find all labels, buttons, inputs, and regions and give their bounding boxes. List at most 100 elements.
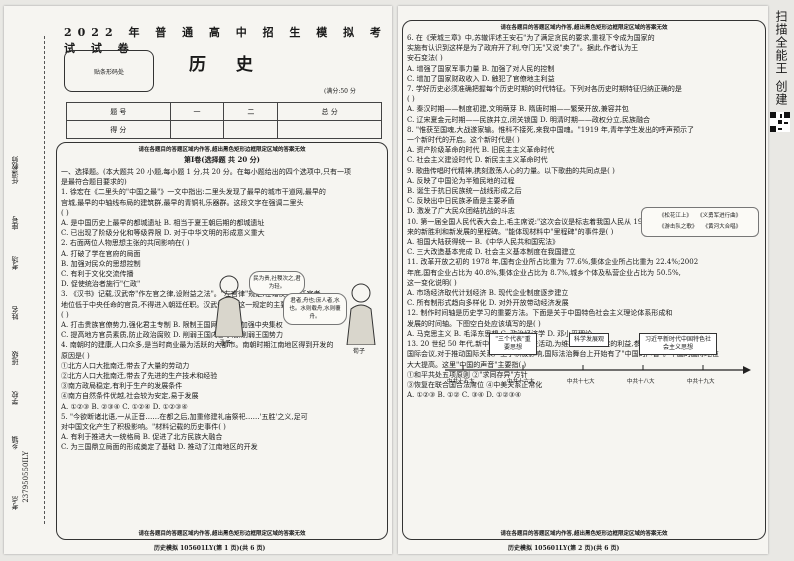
score-cell: 得 分 (66, 120, 171, 139)
question-line: A. 祖国大陆获得统一 B.《中华人民共和国宪法》 (407, 238, 560, 247)
question-line: A. 打击贵族官僚势力,强化君主专制 B. 限制王国网罗人才,加强中央集权 (61, 321, 283, 330)
side-label-school: 学校 (11, 391, 19, 405)
question-line: 9. 歌曲传唱时代精神,携刻激荡人心的力量。以下歌曲的共同点是( ) (407, 166, 615, 175)
question-line: C. 增加了国家财政收入 D. 触犯了官僚地主利益 (407, 74, 555, 83)
exam-page-1: 任课教师 座号 考场 姓名 班级 学校 乡镇 考点 237950550ILY 2… (4, 6, 392, 554)
question-line: 原因是( ) (61, 351, 90, 360)
side-label-name: 姓名 (11, 306, 19, 320)
question-line: C. 辽宋夏金元时期——民族并立,闭关锁国 D. 明清时期——政权分立,民族融合 (407, 115, 651, 124)
question-line: ( ) (407, 95, 415, 104)
section-title: 第Ⅰ卷(选择题 共 20 分) (184, 155, 260, 164)
question-line: ①和平共处五项原则 ②"求同存异"方针 (407, 370, 528, 379)
exam-page-2: 请在各题目的答题区域内作答,超出黑色矩形边框限定区域的答案无效 6. 在《荣城三… (398, 6, 768, 554)
song-title: 《黄河大合唱》 (702, 224, 742, 230)
timeline-label: 中共十六大 (507, 379, 535, 385)
timeline-label: 中共十五大 (447, 379, 475, 385)
question-line: ( ) (61, 208, 69, 217)
score-table: 题 号 一 二 总 分 得 分 (66, 102, 382, 139)
question-line: A. 有利于推进大一统格局 B. 促进了北方民族大融合 (61, 433, 223, 442)
question-line: 8. "惟获至国魂,大战遂家输。惟科不接死,来我中国魂。"1919 年,青年学生… (407, 125, 695, 134)
question-line: ①北方人口大批南迁,带去了大量的劳动力 (61, 361, 190, 370)
timeline-box: "三个代表"重要思想 (489, 333, 537, 355)
mencius-label: 孟子 (219, 340, 232, 347)
question-line: C. 有利于文化交流传播 (61, 270, 134, 279)
side-code: 237950550ILY (22, 451, 30, 503)
song-titles-box: 《松花江上》 《义勇军进行曲》 《游击队之歌》 《黄河大合唱》 (641, 207, 759, 237)
question-line: C. 为三国鼎立局面的形成奠定了基础 D. 推动了江南地区的开发 (61, 443, 258, 452)
answer-area-frame: 请在各题目的答题区域内作答,超出黑色矩形边框限定区域的答案无效 第Ⅰ卷(选择题 … (56, 142, 388, 540)
question-line: ②北方人口大批南迁,带去了先进的生产技术和经验 (61, 372, 218, 381)
question-line: 12. 制作时间轴是历史学习的重要方法。下面是关于中国特色社会主义理论体系形成和 (407, 309, 673, 318)
score-table-header-row: 题 号 一 二 总 分 (66, 102, 382, 121)
mencius-portrait-icon (214, 275, 244, 337)
song-title: 《松花江上》 (658, 213, 692, 219)
question-line: C. 三大改造基本完成 D. 社会主义基本制度在我国建立 (407, 248, 576, 257)
xunzi-label: 荀子 (353, 348, 366, 355)
score-cell: 二 (223, 102, 279, 121)
question-line: 年底,国有企业占比为 40.8%,集体企业占比为 8.7%,城乡个体及私营企业占… (407, 268, 681, 277)
question-line: A. 秦汉时期——制度初建,文明萌芽 B. 隋唐时期——繁荣开放,兼容并包 (407, 105, 629, 114)
speech-bubble-mencius: 民为贵,社稷次之,君为轻。 (249, 271, 305, 295)
question-line: 5. "今欲断诸北语,一从正音……在都之后,加重修建礼庙祭祀……'五胜'之义,足… (61, 412, 308, 421)
qr-code-icon (770, 112, 790, 132)
score-cell: 总 分 (277, 102, 382, 121)
score-cell[interactable] (169, 120, 225, 139)
question-line: 国际会议,对于推动国际关系产生了积极影响,国际法治舞台上开始有了"中国的声音"。… (407, 350, 719, 359)
question-line: 这一变化说明( ) (407, 278, 457, 287)
question-line: A. ①②③ B. ①② C. ③④ D. ①②③④ (407, 391, 522, 400)
song-title: 《义勇军进行曲》 (697, 213, 742, 219)
scanner-watermark: 扫描全能王 创建 (774, 10, 788, 106)
question-line: 2. 右面两位人物思想主张的共同影响在( ) (61, 239, 190, 248)
side-label-room: 考场 (11, 256, 19, 270)
exam-title: 2022 年 普 通 高 中 招 生 模 拟 考 试 试 卷 (64, 26, 387, 55)
barcode-area: 贴条形码处 (64, 50, 154, 92)
question-line: 4. 南朝时的建康,人口众多,是当时商业最为活跃的大都市。南朝时期江南地区得到开… (61, 341, 334, 350)
question-line: ( ) (61, 310, 69, 319)
question-line: C. 反映出中日民族矛盾是主要矛盾 (407, 197, 515, 206)
question-line: D. 激发了广大民众团结抗战的斗志 (407, 207, 515, 216)
question-line: 11. 改革开放之初的 1978 年,国有企业所占比重为 77.6%,集体企业所… (407, 258, 699, 267)
question-line: D. 促使统治者施行"仁政" (61, 280, 141, 289)
question-line: 宫城,最早的中轴线布局的建筑群,最早的青铜礼乐器群。这段文字在强调二里头 (61, 198, 304, 207)
question-list: 6. 在《荣城三章》中,苏辙评述王安石"为了满足贪民的要求,重视下令成为国家的 … (407, 33, 719, 400)
score-cell[interactable] (277, 120, 382, 139)
question-line: 大大提高。这里"中国的声音"主要指( ) (407, 360, 527, 369)
question-list: 一、选择题。(本大题共 20 小题,每小题 1 分,共 20 分。在每小题给出的… (61, 167, 351, 453)
question-line: A. ①②③ B. ②③④ C. ①②④ D. ①②③④ (61, 402, 188, 411)
question-line: 发展的时间轴。下图空白处应该填写的是( ) (407, 319, 541, 328)
question-line: 安石变法( ) (407, 54, 443, 63)
question-line: 7. 学好历史必须准确把握每个历史时期的时代特征。下列对各历史时期特征归纳正确的… (407, 85, 682, 94)
answer-area-frame: 请在各题目的答题区域内作答,超出黑色矩形边框限定区域的答案无效 6. 在《荣城三… (402, 20, 766, 540)
barcode-label: 贴条形码处 (93, 68, 124, 76)
scanner-watermark-strip: 扫描全能王 创建 (772, 0, 794, 561)
question-line: 来的新胜利和新发展的里程碑。"能体现材料中"里程碑"的事件是( ) (407, 227, 614, 236)
timeline-label: 中共十九大 (687, 379, 715, 385)
page-footer: 历史模拟 105601LY(第 1 页)(共 6 页) (154, 545, 266, 552)
question-line: 13. 20 世纪 50 年代,新中国积极开展外交活动,为维护国家和民族的利益,… (407, 340, 676, 349)
question-line: A. 资产阶级革命的时代 B. 旧民主主义革命时代 (407, 146, 555, 155)
score-cell[interactable] (223, 120, 279, 139)
question-line: C. 社会主义建设时代 D. 新民主主义革命时代 (407, 156, 548, 165)
cut-line (44, 36, 45, 524)
answer-area-warning-bottom: 请在各题目的答题区域内作答,超出黑色矩形边框限定区域的答案无效 (500, 531, 668, 537)
timeline-label: 中共十七大 (567, 379, 595, 385)
question-line: A. 反映了中国沦为半殖民地的过程 (407, 176, 515, 185)
question-line: 3. 《汉书》记载,汉武帝"作左官之律,设附益之法"。"左官律"规定,在诸侯王国… (61, 290, 323, 299)
side-label-town: 乡镇 (11, 436, 19, 450)
score-note: (满分:50 分 (324, 88, 356, 95)
question-line: ③恢复在联合国合法席位 ④中美关系正常化 (407, 380, 543, 389)
score-cell: 题 号 (66, 102, 171, 121)
question-line: 是最符合题目要求的) (61, 178, 127, 187)
timeline-figure: "三个代表"重要思想 科学发展观 习近平新时代中国特色社会主义思想 中共十五大 … (443, 333, 753, 393)
answer-area-warning-bottom: 请在各题目的答题区域内作答,超出黑色矩形边框限定区域的答案无效 (138, 531, 306, 537)
question-line: ④南方自然条件优越,社会较为安定,易于发展 (61, 392, 199, 401)
question-line: 10. 第一届全国人民代表大会上,毛主席说:"这次会议是标志着我国人民从 194… (407, 217, 682, 226)
question-line: C. 提高地方官员素质,防止政治腐败 D. 削弱王国内部矛盾,削弱王国势力 (61, 331, 284, 340)
question-line: A. 是中国历史上最早的都城遗址 B. 相当于夏王朝后期的都城遗址 (61, 219, 265, 228)
answer-area-warning: 请在各题目的答题区域内作答,超出黑色矩形边框限定区域的答案无效 (500, 25, 668, 31)
question-line: 一个新时代的开启。这个新时代是( ) (407, 136, 520, 145)
subject-title: 历 史 (189, 55, 265, 75)
score-table-row: 得 分 (66, 120, 382, 139)
question-line: A. 市场经济取代计划经济 B. 现代企业制度逐步建立 (407, 289, 569, 298)
question-line: ③南方政局稳定,有利于生产的发展条件 (61, 382, 183, 391)
